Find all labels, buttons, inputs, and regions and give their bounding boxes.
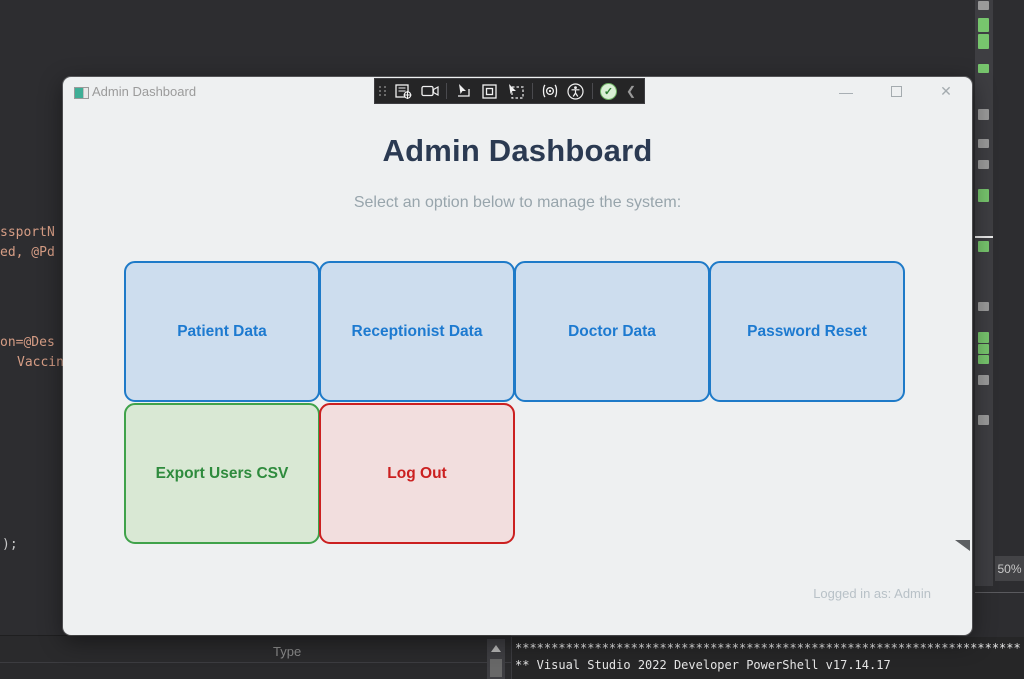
developer-powershell-terminal[interactable]: ****************************************… <box>511 637 1024 679</box>
panel-underline <box>0 662 511 663</box>
xaml-hot-reload-icon[interactable] <box>540 82 559 100</box>
page-subtitle: Select an option below to manage the sys… <box>353 194 682 211</box>
scrollbar-change-mark <box>978 18 989 32</box>
scrollbar-change-mark <box>978 344 989 354</box>
doctor-data-button[interactable]: Doctor Data <box>514 261 710 402</box>
scrollbar-change-mark <box>978 34 989 49</box>
vs-editor-scrollbar[interactable] <box>975 0 993 586</box>
vs-code-fragment: ); <box>2 537 18 552</box>
live-visual-tree-icon[interactable] <box>394 82 413 100</box>
display-layout-adorners-icon[interactable] <box>480 82 499 100</box>
vs-code-fragment: Vaccin <box>17 355 64 370</box>
admin-dashboard-window: Admin Dashboard — ✕ <box>63 77 972 635</box>
terminal-stars-line: ****************************************… <box>515 641 1021 655</box>
vs-bottom-panel: Type <box>0 635 511 679</box>
dashboard-button-grid: Patient Data Receptionist Data Doctor Da… <box>124 261 911 544</box>
scrollbar-thumb[interactable] <box>490 659 502 677</box>
collapse-toolbar-chevron-icon[interactable]: ❮ <box>626 84 637 98</box>
minimize-button[interactable]: — <box>839 83 853 100</box>
window-title: Admin Dashboard <box>92 84 197 99</box>
panel-scrollbar[interactable] <box>487 639 505 679</box>
scrollbar-caret-line <box>975 236 993 238</box>
receptionist-data-button[interactable]: Receptionist Data <box>319 261 515 402</box>
scrollbar-change-mark <box>978 355 989 364</box>
xaml-debug-toolbar: ✓ ❮ <box>374 78 646 104</box>
accessibility-checker-icon[interactable] <box>566 82 585 100</box>
terminal-version-line: ** Visual Studio 2022 Developer PowerShe… <box>515 658 891 672</box>
scrollbar-mark <box>978 375 989 385</box>
hot-reload-connected-icon[interactable]: ✓ <box>600 82 617 100</box>
record-screencast-icon[interactable] <box>420 82 439 100</box>
log-out-button[interactable]: Log Out <box>319 403 515 544</box>
export-users-csv-button[interactable]: Export Users CSV <box>124 403 320 544</box>
panel-divider <box>975 592 1024 593</box>
scrollbar-change-mark <box>978 241 989 252</box>
page-title: Admin Dashboard <box>382 133 653 168</box>
editor-zoom-indicator[interactable]: 50% <box>995 556 1024 581</box>
password-reset-button[interactable]: Password Reset <box>709 261 905 402</box>
window-titlebar[interactable]: Admin Dashboard — ✕ <box>63 77 972 110</box>
scrollbar-mark <box>978 302 989 311</box>
maximize-button[interactable] <box>888 84 904 100</box>
vs-code-fragment: on=@Des <box>0 335 55 350</box>
scrollbar-change-mark <box>978 189 989 202</box>
patient-data-button[interactable]: Patient Data <box>124 261 320 402</box>
enable-selection-icon[interactable] <box>454 82 473 100</box>
type-column-header[interactable]: Type <box>273 644 302 659</box>
mouse-cursor <box>955 540 970 551</box>
scrollbar-change-mark <box>978 64 989 73</box>
scroll-up-arrow-icon[interactable] <box>491 645 501 652</box>
logged-in-status: Logged in as: Admin <box>813 586 931 601</box>
vs-code-fragment: ed, @Pd <box>0 245 55 260</box>
toolbar-grip-handle[interactable] <box>379 86 387 96</box>
scrollbar-mark <box>978 139 989 148</box>
scrollbar-mark <box>978 160 989 169</box>
scrollbar-change-mark <box>978 332 989 343</box>
scrollbar-mark <box>978 415 989 425</box>
app-window-icon <box>74 87 89 99</box>
scrollbar-mark <box>978 1 989 10</box>
track-focused-element-icon[interactable] <box>506 82 525 100</box>
close-button[interactable]: ✕ <box>940 83 952 99</box>
scrollbar-mark <box>978 109 989 120</box>
vs-code-fragment: ssportN <box>0 225 55 240</box>
